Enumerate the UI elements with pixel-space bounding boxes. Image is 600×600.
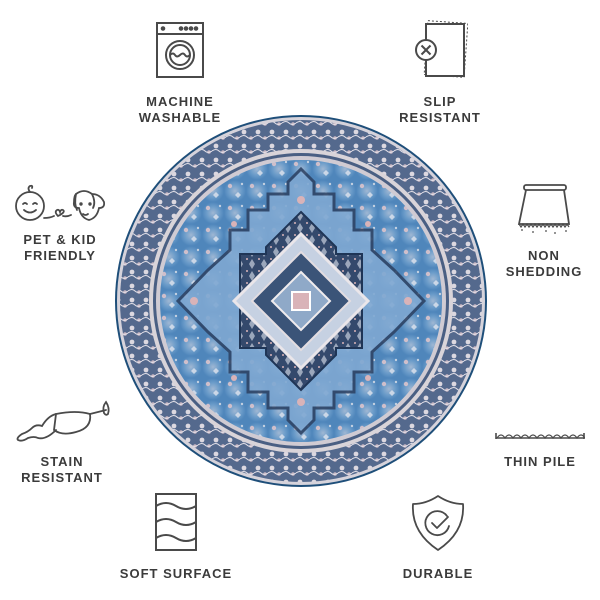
feature-durable: DURABLE bbox=[386, 494, 490, 582]
shield-check-icon bbox=[411, 494, 465, 552]
round-rug-image bbox=[114, 114, 488, 488]
feature-label-line: SOFT SURFACE bbox=[119, 566, 233, 581]
feature-label-line: PET & KID bbox=[23, 232, 97, 247]
feature-stain-resistant: STAIN RESISTANT bbox=[6, 400, 118, 486]
feature-pet-kid-friendly: PET & KID FRIENDLY bbox=[6, 182, 114, 264]
wavy-surface-icon bbox=[154, 492, 198, 552]
feature-label-line: THIN PILE bbox=[504, 454, 576, 469]
baby-and-dog-icon bbox=[12, 182, 108, 224]
feature-label-line: WASHABLE bbox=[138, 110, 222, 125]
non-slip-pad-icon bbox=[412, 20, 468, 80]
feature-label-line: DURABLE bbox=[402, 566, 474, 581]
feature-thin-pile: THIN PILE bbox=[482, 430, 598, 470]
feature-label-line: RESISTANT bbox=[21, 470, 103, 485]
feature-slip-resistant: SLIP RESISTANT bbox=[378, 20, 502, 126]
feature-label-line: FRIENDLY bbox=[24, 248, 96, 263]
rug-fringe-icon bbox=[513, 182, 575, 238]
feature-label-line: STAIN bbox=[40, 454, 84, 469]
feature-soft-surface: SOFT SURFACE bbox=[112, 492, 240, 582]
feature-label-line: SHEDDING bbox=[505, 264, 583, 279]
spilled-wine-glass-icon bbox=[12, 400, 112, 444]
feature-label-line: NON bbox=[528, 248, 560, 263]
feature-non-shedding: NON SHEDDING bbox=[494, 182, 594, 280]
feature-label-line: SLIP bbox=[423, 94, 457, 109]
thin-pile-icon bbox=[495, 430, 585, 440]
feature-machine-washable: MACHINE WASHABLE bbox=[122, 20, 238, 126]
feature-label-line: RESISTANT bbox=[399, 110, 481, 125]
washing-machine-icon bbox=[154, 20, 206, 80]
feature-label-line: MACHINE bbox=[146, 94, 214, 109]
